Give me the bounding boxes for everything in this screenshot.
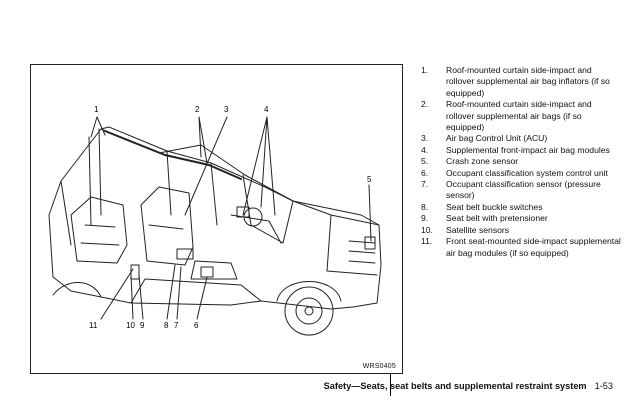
callout-label: 4	[264, 105, 269, 114]
footer-divider	[390, 374, 391, 396]
legend-text: Crash zone sensor	[446, 156, 519, 167]
legend-item: 8. Seat belt buckle switches	[421, 202, 621, 213]
legend-item: 6. Occupant classification system control…	[421, 168, 621, 179]
legend-number: 10.	[421, 224, 433, 235]
legend-item: 5. Crash zone sensor	[421, 156, 621, 167]
legend-item: 11. Front seat-mounted side-impact supple…	[421, 236, 621, 259]
legend-text: Roof-mounted curtain side-impact and rol…	[446, 99, 592, 133]
legend-item: 9. Seat belt with pretensioner	[421, 213, 621, 224]
legend-number: 6.	[421, 167, 429, 178]
legend-number: 7.	[421, 179, 429, 190]
figure-code: WRS0405	[362, 363, 396, 370]
legend-number: 3.	[421, 133, 429, 144]
legend-text: Seat belt buckle switches	[446, 201, 543, 212]
legend-text: Front seat-mounted side-impact supplemen…	[446, 236, 621, 258]
legend-item: 2. Roof-mounted curtain side-impact and r…	[421, 99, 621, 133]
page-number: 1-53	[594, 381, 613, 391]
legend-number: 9.	[421, 213, 429, 224]
legend-text: Supplemental front-impact air bag module…	[446, 144, 610, 155]
callout-label: 11	[89, 321, 98, 330]
legend-text: Seat belt with pretensioner	[446, 213, 548, 224]
legend-item: 4. Supplemental front-impact air bag modu…	[421, 145, 621, 156]
legend-text: Occupant classification system control u…	[446, 167, 608, 178]
callout-label: 5	[367, 175, 372, 184]
callout-label: 8	[164, 321, 169, 330]
legend-text: Satellite sensors	[446, 224, 510, 235]
page-footer: Safety—Seats, seat belts and supplementa…	[324, 381, 613, 391]
vehicle-diagram-figure: 1 2 3 4 5 11 10 9 8 7 6 WRS0405	[30, 64, 403, 374]
footer-section-title: Safety—Seats, seat belts and supplementa…	[323, 381, 587, 391]
callout-label: 7	[174, 321, 179, 330]
callout-label: 3	[224, 105, 229, 114]
legend-number: 5.	[421, 156, 429, 167]
component-legend: 1. Roof-mounted curtain side-impact and r…	[421, 65, 621, 259]
legend-number: 8.	[421, 201, 429, 212]
callout-label: 1	[94, 105, 99, 114]
vehicle-cutaway-illustration	[48, 116, 382, 336]
legend-text: Roof-mounted curtain side-impact and rol…	[446, 65, 610, 98]
callout-label: 2	[195, 105, 200, 114]
legend-text: Air bag Control Unit (ACU)	[446, 133, 548, 144]
legend-item: 1. Roof-mounted curtain side-impact and r…	[421, 65, 621, 99]
legend-number: 11.	[421, 236, 433, 247]
callout-label: 6	[194, 321, 199, 330]
legend-item: 7. Occupant classification sensor (pressu…	[421, 179, 621, 202]
legend-number: 1.	[421, 65, 429, 75]
legend-item: 10. Satellite sensors	[421, 225, 621, 236]
legend-text: Occupant classification sensor (pressure…	[446, 179, 601, 201]
callout-label: 9	[140, 321, 145, 330]
legend-item: 3. Air bag Control Unit (ACU)	[421, 133, 621, 144]
legend-number: 4.	[421, 144, 429, 155]
legend-number: 2.	[421, 99, 429, 110]
callout-label: 10	[126, 321, 135, 330]
